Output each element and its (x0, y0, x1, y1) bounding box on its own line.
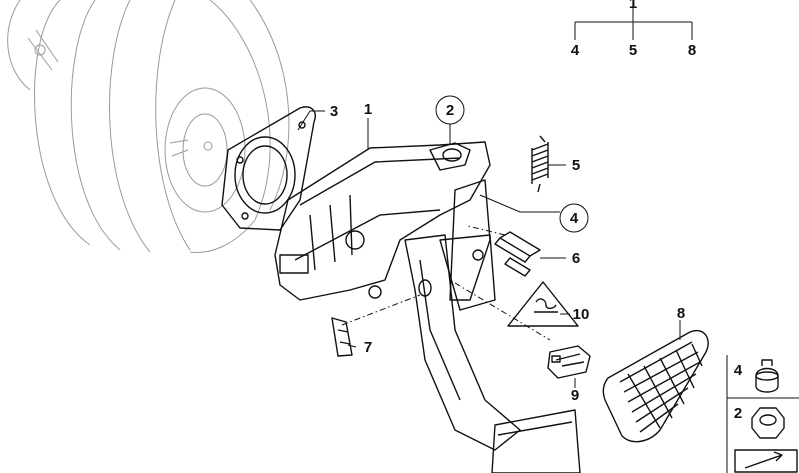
warning-label-drawing (507, 281, 579, 327)
pedal-pin-drawing (494, 231, 541, 277)
clip-drawing (331, 317, 353, 357)
callout-inset-4: 4 (734, 362, 743, 379)
hex-nut-drawing (751, 407, 785, 439)
callout-3: 3 (330, 103, 338, 120)
callout-circle-4 (559, 203, 589, 233)
callout-top-child-8: 8 (688, 42, 696, 59)
brake-pedal-assembly-drawing (274, 141, 581, 473)
callout-9: 9 (571, 387, 579, 404)
arrow-box-icon (734, 449, 798, 473)
pedal-pad-drawing (602, 329, 709, 443)
callout-top-child-4: 4 (571, 42, 580, 59)
callout-top: 1 (629, 0, 637, 12)
return-spring-drawing (531, 135, 549, 193)
gasket-plate-drawing (221, 106, 316, 231)
callout-circle-2 (435, 95, 465, 125)
rubber-buffer-drawing (755, 359, 779, 393)
callout-top-child-5: 5 (629, 42, 637, 59)
callout-6: 6 (572, 250, 580, 267)
callout-8: 8 (677, 305, 685, 322)
callout-5: 5 (572, 157, 580, 174)
callout-10: 10 (573, 306, 590, 323)
brake-booster-drawing (7, 0, 290, 254)
callout-inset-2: 2 (734, 405, 742, 422)
callout-4: 4 (570, 210, 579, 227)
callout-7: 7 (364, 339, 372, 356)
leader-lines (297, 8, 693, 388)
callout-1: 1 (364, 101, 372, 118)
brake-light-switch-drawing (547, 345, 591, 379)
inset-divider (726, 355, 799, 473)
callout-2: 2 (446, 102, 454, 119)
